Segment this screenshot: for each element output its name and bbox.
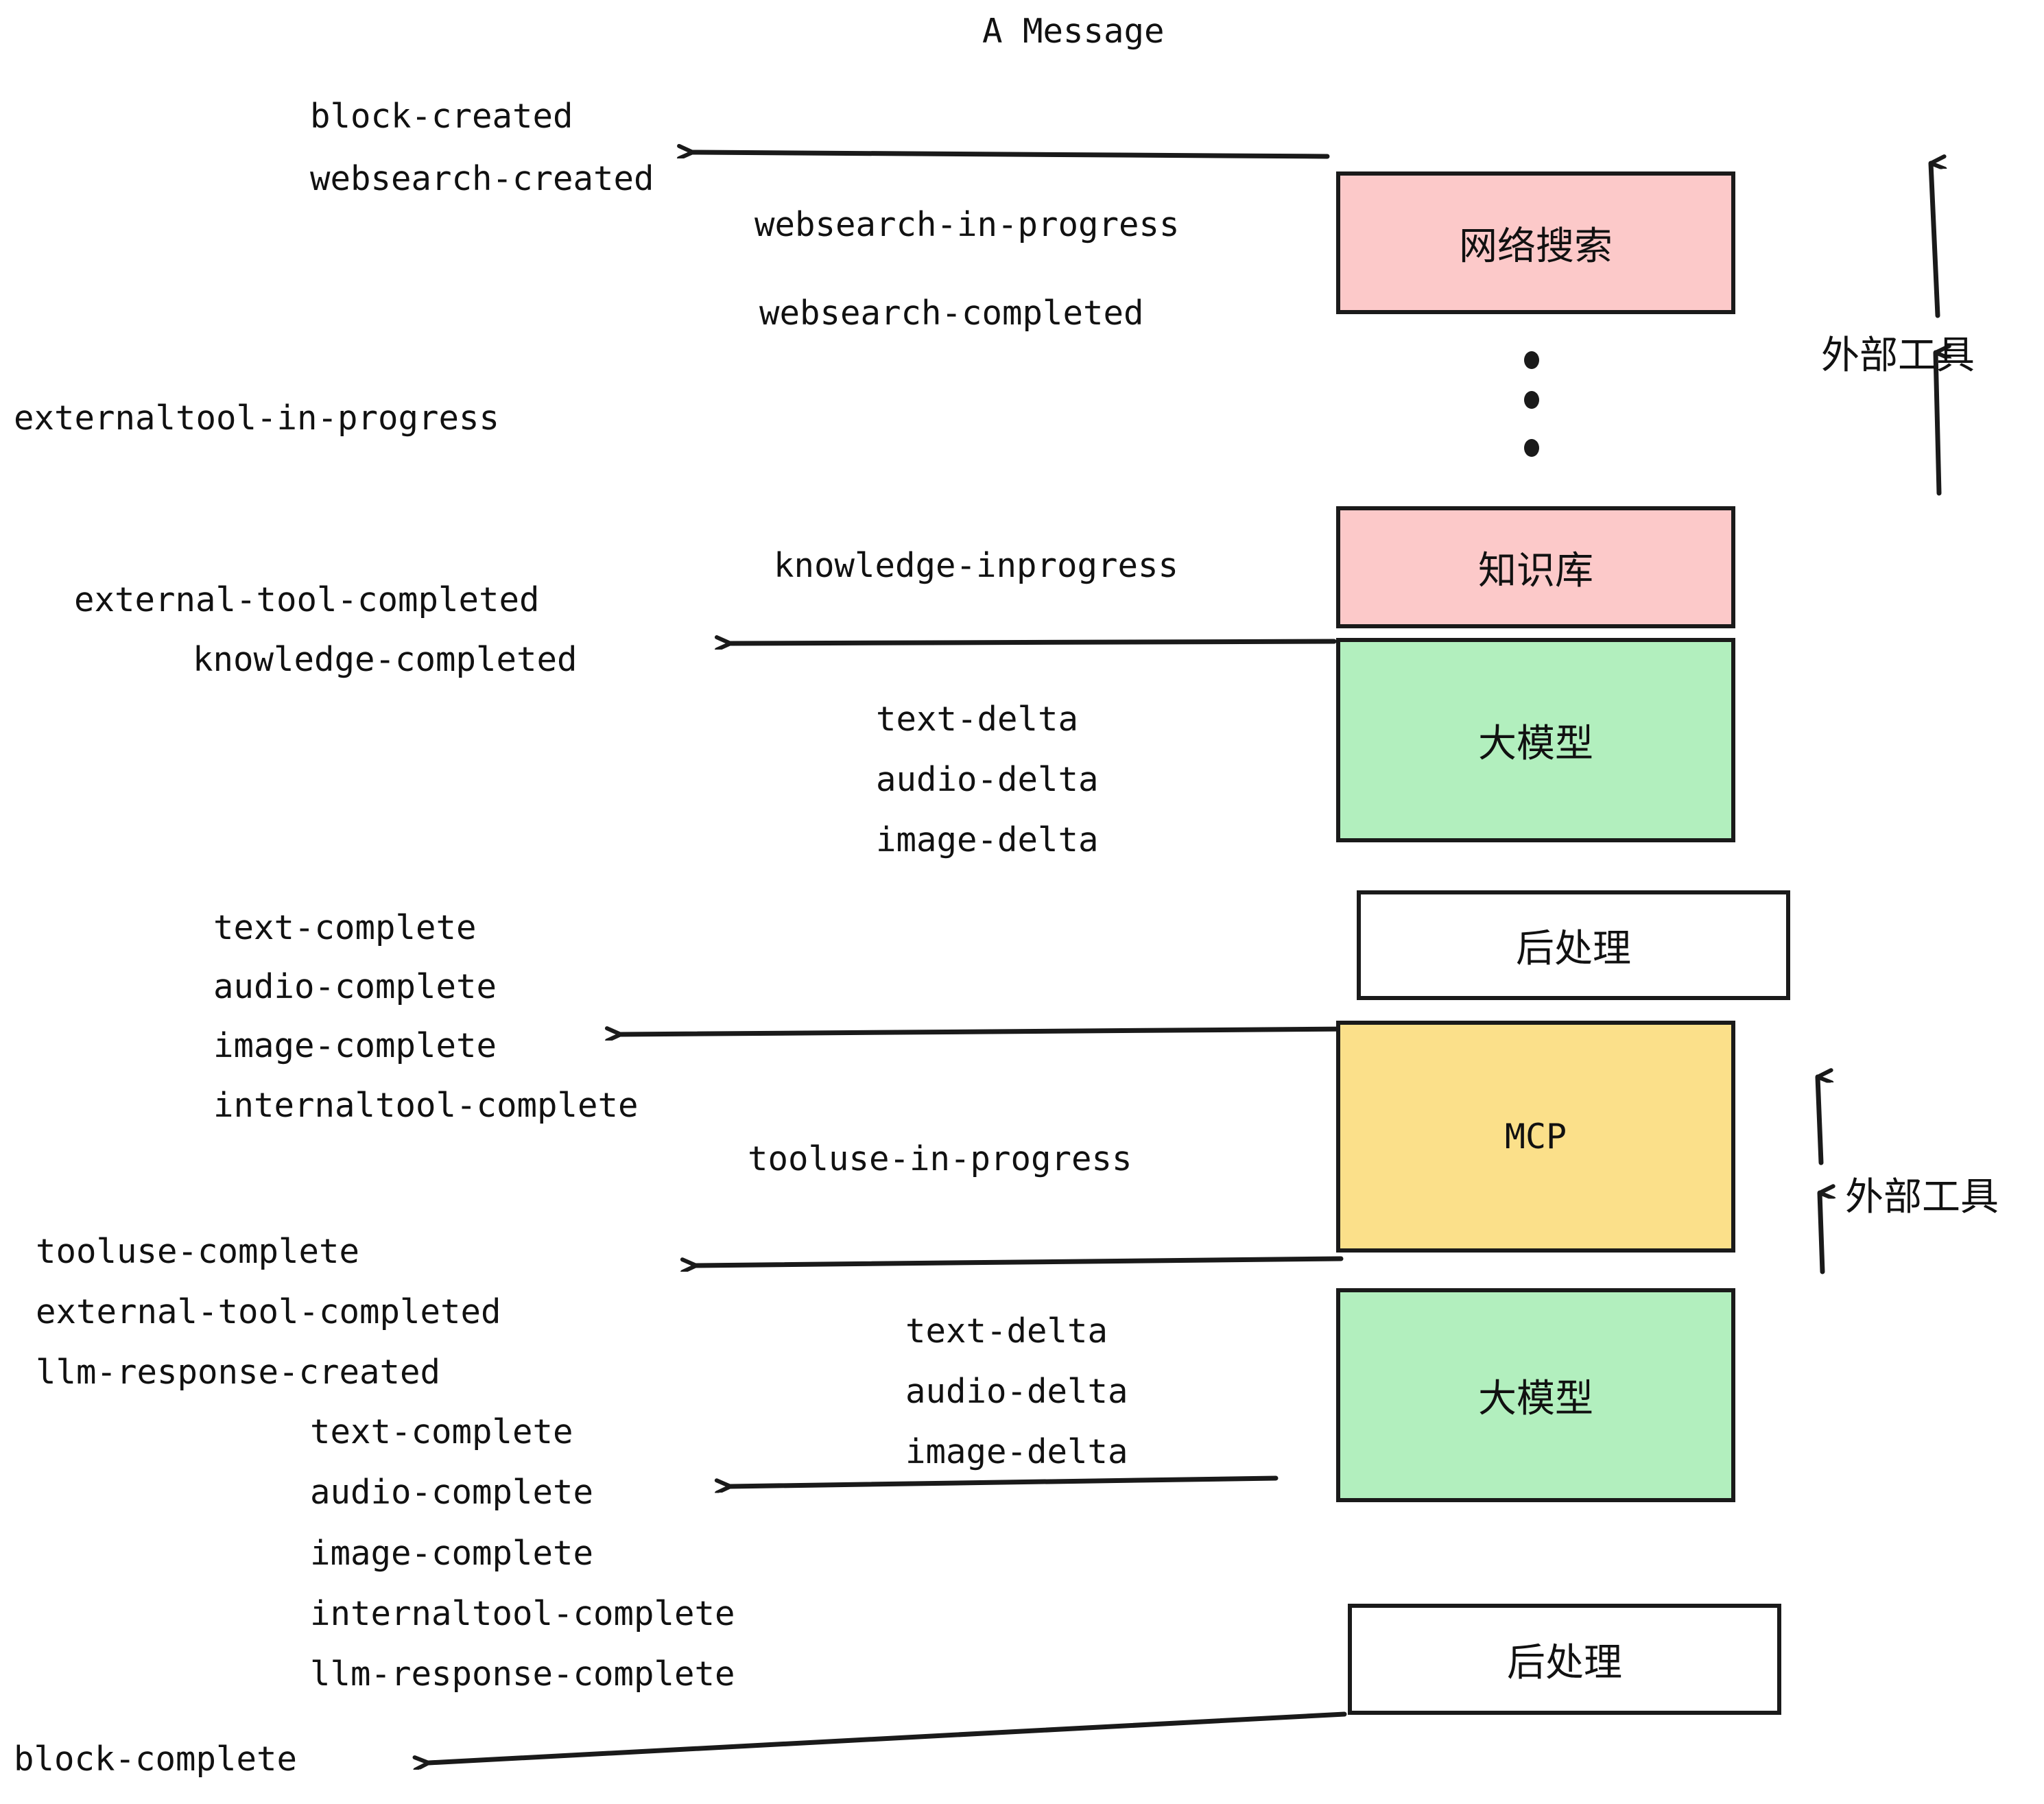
event-label-block-created: block-created [310,97,573,136]
node-knowledge-label: 知识库 [1478,548,1593,593]
event-label-image-complete-2: image-complete [310,1534,594,1573]
event-label-llm-response-created: llm-response-created [36,1353,441,1392]
diagram-title: A Message [982,12,1165,51]
event-label-audio-complete-1: audio-complete [213,967,497,1006]
arrow-llm2-to-audio-complete [730,1475,1279,1486]
event-label-websearch-in-progress: websearch-in-progress [754,205,1180,244]
event-label-tooluse-complete: tooluse-complete [36,1232,360,1271]
event-label-tooluse-in-progress: tooluse-in-progress [748,1139,1132,1178]
node-postprocess-1-label: 后处理 [1516,926,1631,971]
side-label-external-tool-top: 外部工具 [1821,333,1975,378]
node-mcp[interactable]: MCP [1336,1021,1735,1253]
node-postprocess-2[interactable]: 后处理 [1348,1604,1781,1715]
event-label-image-delta-2: image-delta [905,1432,1128,1471]
node-mcp-label: MCP [1504,1117,1567,1156]
event-label-text-complete-1: text-complete [213,908,477,947]
event-label-external-tool-completed-2: external-tool-completed [36,1292,501,1331]
event-label-image-delta-1: image-delta [876,820,1099,859]
event-label-text-delta-2: text-delta [905,1312,1108,1351]
node-llm-1-label: 大模型 [1478,721,1593,766]
node-llm-2-label: 大模型 [1478,1376,1593,1421]
arrow-websearch-to-block-created [693,152,1330,159]
ellipsis-dot [1524,351,1539,369]
event-label-audio-delta-1: audio-delta [876,760,1099,799]
event-label-block-complete: block-complete [14,1740,298,1779]
event-label-audio-delta-2: audio-delta [905,1372,1128,1411]
event-label-image-complete-1: image-complete [213,1026,497,1065]
external-tool-bracket-bottom [1815,1077,1822,1274]
ellipsis-dot [1524,439,1539,457]
event-label-external-tool-completed-1: external-tool-completed [74,580,540,619]
event-label-audio-complete-2: audio-complete [310,1473,594,1512]
node-llm-2[interactable]: 大模型 [1336,1288,1735,1502]
node-knowledge[interactable]: 知识库 [1336,506,1735,628]
external-tool-bracket-top [1928,163,1939,496]
node-postprocess-1[interactable]: 后处理 [1357,890,1790,1000]
node-websearch-label: 网络搜索 [1459,224,1613,269]
event-label-externaltool-in-progress: externaltool-in-progress [14,399,500,438]
node-postprocess-2-label: 后处理 [1507,1640,1622,1685]
arrow-postprocess-to-image-complete [621,1029,1357,1034]
event-label-knowledge-inprogress: knowledge-inprogress [774,546,1179,585]
ellipsis-dot [1524,391,1539,409]
node-llm-1[interactable]: 大模型 [1336,638,1735,842]
node-websearch[interactable]: 网络搜索 [1336,171,1735,314]
event-label-text-delta-1: text-delta [876,700,1079,739]
arrow-postprocess2-to-block-complete [429,1711,1347,1763]
arrow-mcp-to-tooluse-complete [696,1256,1344,1266]
event-label-text-complete-2: text-complete [310,1412,573,1451]
event-label-internaltool-complete-1: internaltool-complete [213,1086,639,1125]
side-label-external-tool-bottom: 外部工具 [1845,1175,1999,1220]
arrow-knowledge-to-knowledge-completed [730,641,1337,643]
event-label-websearch-created: websearch-created [310,159,654,198]
event-label-internaltool-complete-2: internaltool-complete [310,1594,735,1633]
event-label-knowledge-completed: knowledge-completed [193,640,578,679]
event-label-websearch-completed: websearch-completed [759,294,1144,333]
event-label-llm-response-complete: llm-response-complete [310,1654,735,1694]
